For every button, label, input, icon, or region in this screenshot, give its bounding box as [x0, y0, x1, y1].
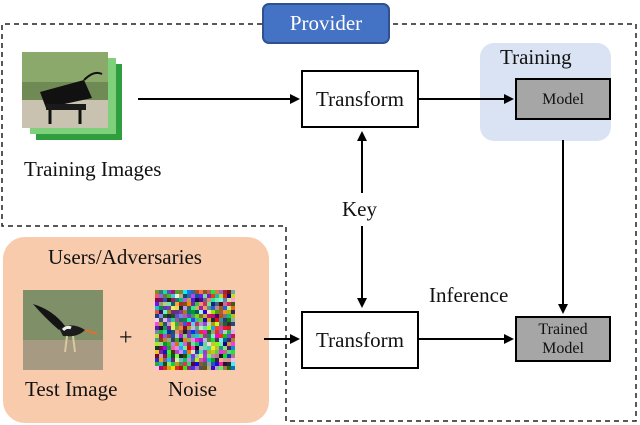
test-image-label: Test Image	[25, 377, 118, 401]
training-label: Training	[500, 45, 572, 69]
provider-label: Provider	[262, 3, 390, 44]
trained-model-box: Trained Model	[515, 316, 611, 362]
noise-icon	[155, 290, 235, 370]
noise-label: Noise	[168, 377, 217, 401]
users-adversaries-label: Users/Adversaries	[48, 245, 202, 269]
key-label: Key	[342, 197, 377, 221]
transform-top-box: Transform	[301, 70, 419, 128]
training-images-icon	[22, 52, 122, 140]
provider-boundary	[1, 23, 637, 422]
inference-label: Inference	[429, 283, 509, 307]
test-image-icon	[23, 290, 103, 370]
model-box: Model	[515, 78, 611, 120]
trained-model-line2: Model	[542, 340, 584, 357]
plus-sign: +	[119, 325, 133, 351]
transform-bottom-box: Transform	[301, 311, 419, 369]
trained-model-line1: Trained	[538, 321, 588, 338]
training-images-label: Training Images	[24, 157, 162, 181]
